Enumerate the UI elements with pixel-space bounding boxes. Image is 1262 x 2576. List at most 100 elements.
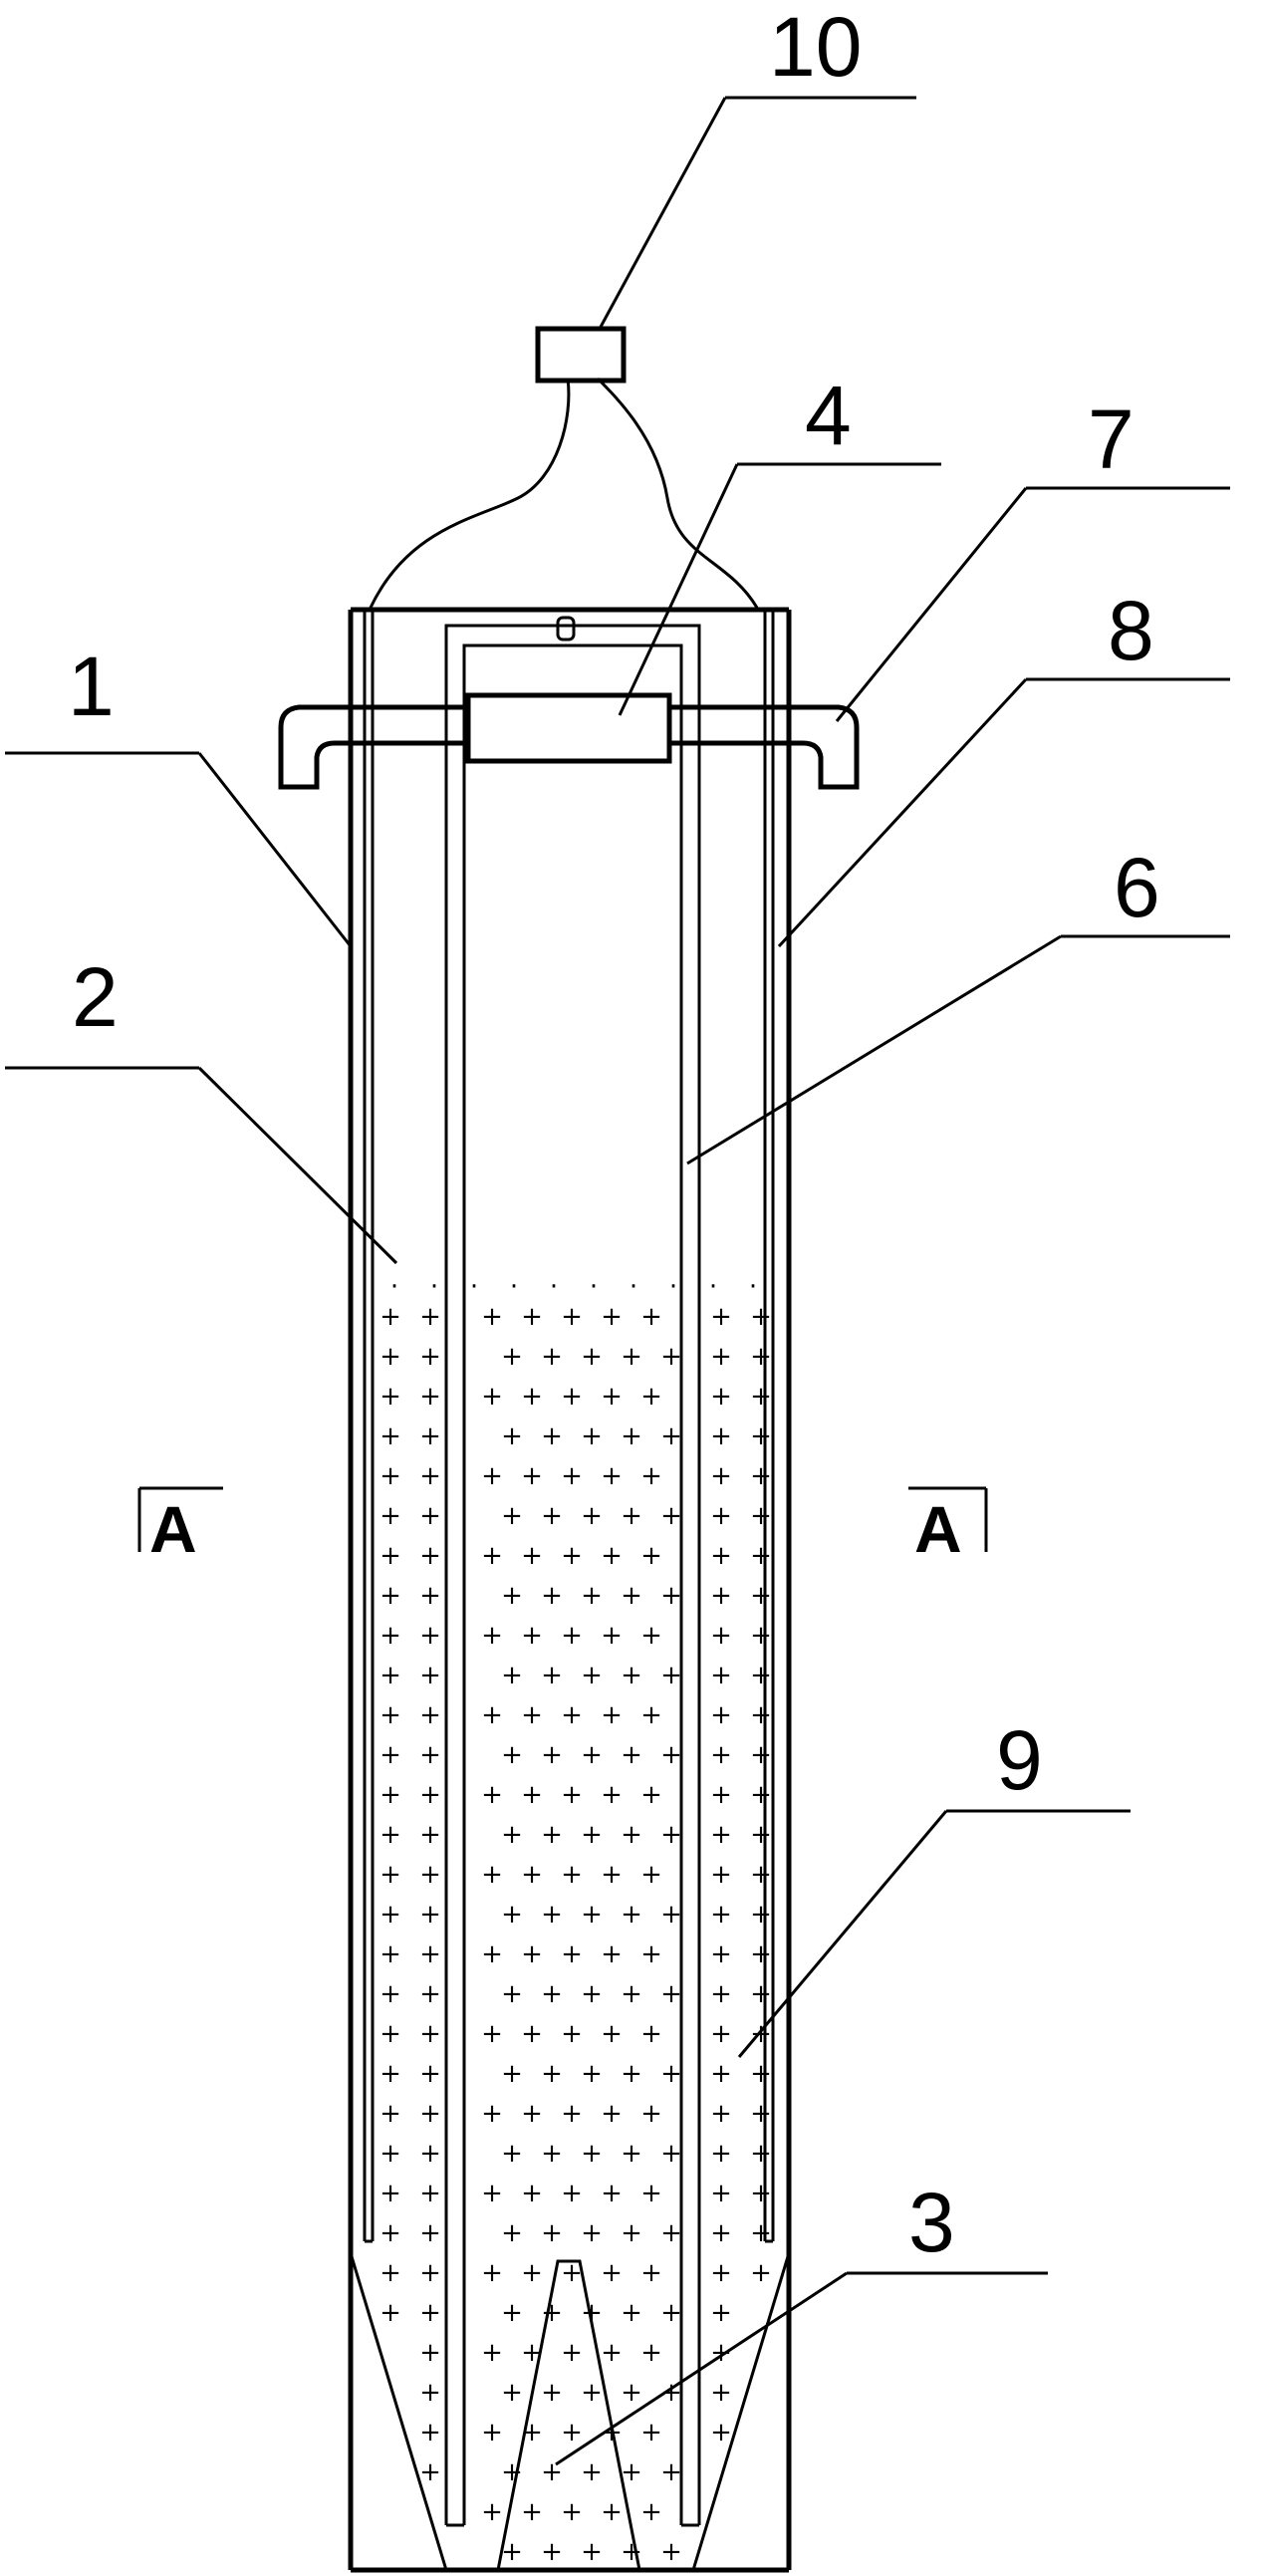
- particle-mark: +: [581, 2457, 603, 2487]
- particle-mark: +: [750, 1421, 772, 1451]
- particle-mark: +: [541, 1342, 563, 1372]
- section-label-left: A: [149, 1492, 197, 1566]
- particle-mark: +: [660, 2537, 682, 2567]
- particle-mark: +: [419, 2139, 441, 2169]
- particle-mark: +: [750, 1501, 772, 1531]
- particle-mark: +: [750, 1581, 772, 1611]
- particle-mark: +: [419, 2019, 441, 2049]
- particle-mark: +: [419, 1820, 441, 1850]
- particle-mark: +: [561, 1382, 583, 1412]
- particle-mark: +: [501, 1979, 523, 2009]
- particle-mark: +: [379, 1661, 401, 1690]
- particle-mark: +: [501, 2218, 523, 2248]
- particle-mark: +: [581, 1820, 603, 1850]
- particle-mark: +: [419, 2298, 441, 2328]
- particle-mark: +: [419, 1302, 441, 1332]
- label-3: 3: [908, 2176, 955, 2269]
- particle-mark: +: [750, 1461, 772, 1491]
- particle-mark: +: [621, 1979, 642, 2009]
- particle-mark: +: [581, 1979, 603, 2009]
- particle-mark: ·: [470, 1272, 478, 1302]
- particle-mark: +: [710, 2338, 732, 2368]
- particle-mark: +: [660, 2298, 682, 2328]
- handle-bar: [278, 704, 860, 790]
- particle-mark: +: [710, 1302, 732, 1332]
- particle-mark: +: [379, 2218, 401, 2248]
- particle-mark: +: [379, 1740, 401, 1770]
- particle-mark: +: [640, 2258, 662, 2288]
- particle-mark: +: [750, 2139, 772, 2169]
- particle-mark: +: [481, 2338, 503, 2368]
- particle-mark: +: [419, 1900, 441, 1930]
- particle-mark: +: [601, 2338, 623, 2368]
- particle-mark: +: [660, 1900, 682, 1930]
- center-block: [465, 692, 672, 764]
- particle-mark: +: [541, 2059, 563, 2089]
- particle-mark: +: [379, 2258, 401, 2288]
- particle-mark: +: [581, 1900, 603, 1930]
- particle-mark: +: [561, 2497, 583, 2527]
- particle-mark: +: [501, 1501, 523, 1531]
- particle-mark: +: [501, 1820, 523, 1850]
- particle-mark: +: [640, 2019, 662, 2049]
- particle-mark: +: [710, 2139, 732, 2169]
- particle-mark: ·: [630, 1272, 637, 1302]
- particle-mark: +: [561, 2258, 583, 2288]
- particle-mark: +: [710, 1780, 732, 1810]
- particle-mark: +: [541, 1501, 563, 1531]
- particle-mark: ·: [430, 1272, 438, 1302]
- particle-mark: +: [379, 2139, 401, 2169]
- particle-mark: +: [521, 1780, 543, 1810]
- particle-mark: +: [750, 1939, 772, 1969]
- particle-mark: +: [501, 2298, 523, 2328]
- bottom-cone: [349, 2252, 791, 2571]
- particle-mark: +: [621, 1421, 642, 1451]
- particle-mark: +: [481, 2179, 503, 2208]
- particle-mark: +: [750, 1780, 772, 1810]
- particle-mark: +: [481, 2019, 503, 2049]
- particle-mark: +: [521, 1939, 543, 1969]
- particle-mark: +: [521, 1621, 543, 1651]
- particle-mark: +: [419, 1939, 441, 1969]
- particle-mark: +: [660, 1979, 682, 2009]
- leader-lines: [5, 96, 1230, 2466]
- particle-mark: +: [640, 1302, 662, 1332]
- particle-mark: +: [501, 2537, 523, 2567]
- particle-mark: +: [419, 2059, 441, 2089]
- particle-mark: +: [481, 2418, 503, 2447]
- particle-mark: +: [621, 2298, 642, 2328]
- particle-mark: +: [541, 2537, 563, 2567]
- particle-mark: +: [481, 1860, 503, 1890]
- particle-mark: +: [541, 1820, 563, 1850]
- particle-mark: +: [379, 2298, 401, 2328]
- particle-mark: +: [419, 1461, 441, 1491]
- particle-mark: +: [379, 1780, 401, 1810]
- particle-mark: +: [379, 1421, 401, 1451]
- particle-mark: +: [419, 1421, 441, 1451]
- particle-mark: +: [419, 2418, 441, 2447]
- section-mark-left: A: [137, 1486, 223, 1566]
- particle-mark: +: [640, 1780, 662, 1810]
- particle-mark: +: [419, 2258, 441, 2288]
- particle-mark: +: [660, 1421, 682, 1451]
- particle-mark: +: [710, 2258, 732, 2288]
- particle-mark: +: [710, 1342, 732, 1372]
- particle-mark: +: [419, 1621, 441, 1651]
- particle-mark: +: [379, 1820, 401, 1850]
- particle-mark: +: [541, 1740, 563, 1770]
- particle-mark: +: [419, 1860, 441, 1890]
- particle-mark: +: [660, 2218, 682, 2248]
- particle-mark: ·: [669, 1272, 677, 1302]
- section-label-right: A: [914, 1492, 962, 1566]
- particle-mark: +: [710, 2378, 732, 2408]
- particle-mark: +: [710, 1979, 732, 2009]
- section-mark-right: A: [908, 1486, 988, 1566]
- label-10: 10: [769, 0, 862, 94]
- particle-mark: +: [581, 2218, 603, 2248]
- particle-mark: +: [501, 2139, 523, 2169]
- particle-mark: +: [710, 1621, 732, 1651]
- particle-mark: +: [561, 2179, 583, 2208]
- particle-mark: +: [750, 1621, 772, 1651]
- particle-mark: +: [581, 2059, 603, 2089]
- particle-mark: +: [601, 1780, 623, 1810]
